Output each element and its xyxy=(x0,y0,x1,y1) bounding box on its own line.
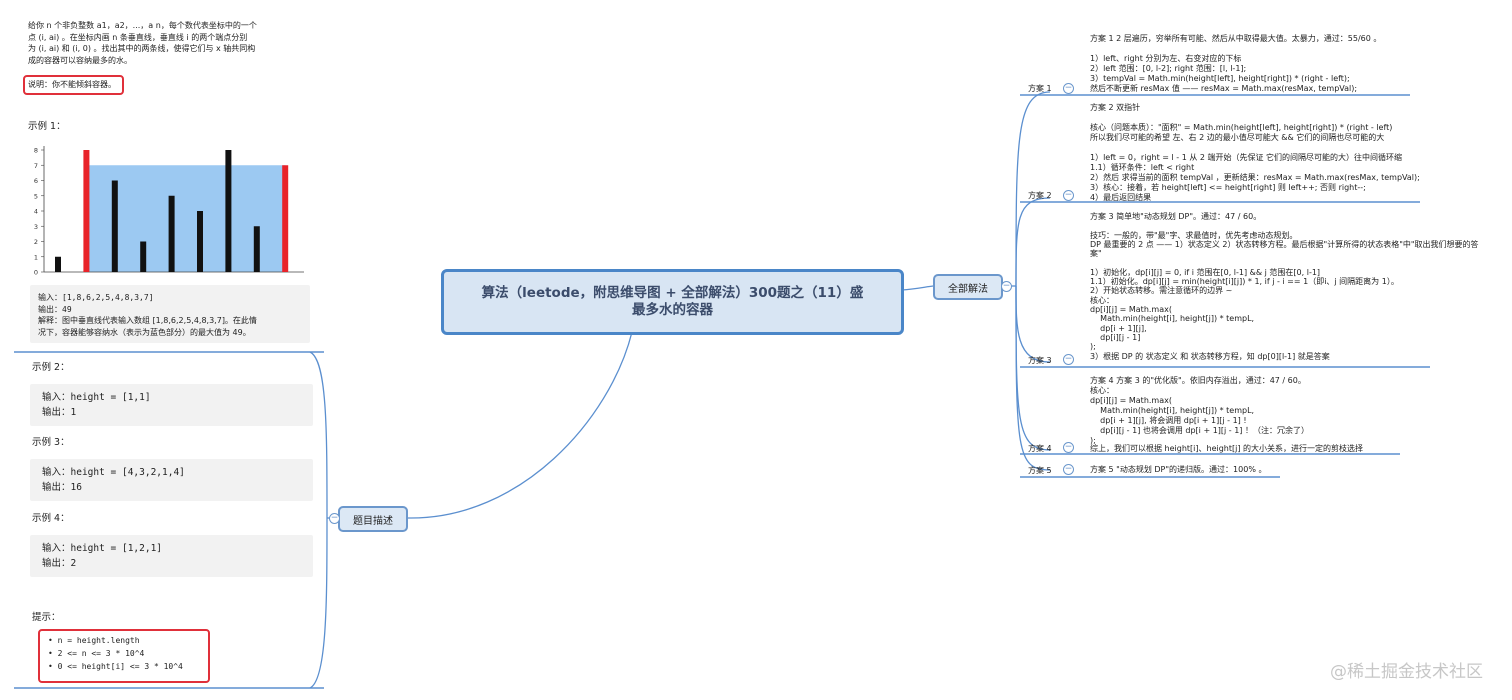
plan2-label[interactable]: 方案 2 xyxy=(1028,191,1052,200)
example2-input: 输入：height = [1,1] xyxy=(42,392,151,403)
bar xyxy=(168,195,175,272)
branch-all-solutions[interactable]: 全部解法 xyxy=(933,274,1003,300)
example1-title: 示例 1： xyxy=(28,121,66,132)
y-tick-label: 6 xyxy=(34,177,38,185)
bar xyxy=(253,226,260,272)
collapse-toggle-right-icon[interactable]: − xyxy=(1001,281,1012,292)
example3-title: 示例 3： xyxy=(32,437,70,448)
collapse-toggle-left-icon[interactable]: − xyxy=(329,513,340,524)
problem-intro: 给你 n 个非负整数 a1，a2，...，a n，每个数代表坐标中的一个 点 (… xyxy=(28,21,257,65)
y-tick-label: 3 xyxy=(34,223,38,231)
example3-box xyxy=(30,459,313,501)
branch-problem-description-label: 题目描述 xyxy=(353,515,393,527)
y-tick-label: 4 xyxy=(34,208,38,216)
bar xyxy=(140,241,147,272)
hints-title: 提示： xyxy=(32,612,61,623)
branch-all-solutions-label: 全部解法 xyxy=(948,283,988,295)
highlight-bar xyxy=(83,150,90,272)
y-tick-label: 0 xyxy=(34,269,38,277)
y-tick-label: 5 xyxy=(34,192,38,200)
central-topic[interactable]: 算法（leetode，附思维导图 + 全部解法）300题之（11）盛 最多水的容… xyxy=(441,269,904,335)
hint-item: • n = height.length xyxy=(48,636,140,645)
example2-title: 示例 2： xyxy=(32,362,70,373)
bar xyxy=(55,256,61,272)
plan4-label[interactable]: 方案 4 xyxy=(1028,444,1052,453)
example1-text: 输入：[1,8,6,2,5,4,8,3,7] 输出：49 解释：图中垂直线代表输… xyxy=(38,293,257,337)
water-area xyxy=(86,165,286,272)
plan4-toggle-icon[interactable]: − xyxy=(1063,442,1074,453)
example3-input: 输入：height = [4,3,2,1,4] xyxy=(42,467,185,478)
note-highlight-box xyxy=(23,75,124,95)
hint-item: • 0 <= height[i] <= 3 * 10^4 xyxy=(48,662,183,671)
plan5-toggle-icon[interactable]: − xyxy=(1063,464,1074,475)
y-tick-label: 2 xyxy=(34,238,38,246)
plan3-label[interactable]: 方案 3 xyxy=(1028,356,1052,365)
example4-box xyxy=(30,535,313,577)
bar xyxy=(225,150,232,272)
example1-box xyxy=(30,285,310,343)
plan1-label[interactable]: 方案 1 xyxy=(1028,84,1052,93)
bar xyxy=(111,180,118,272)
problem-note: 说明：你不能倾斜容器。 xyxy=(28,80,116,89)
example4-output: 输出：2 xyxy=(42,558,77,569)
central-topic-line2: 最多水的容器 xyxy=(632,302,713,318)
branch-problem-description[interactable]: 题目描述 xyxy=(338,506,408,532)
example3-output: 输出：16 xyxy=(42,482,82,493)
highlight-bar xyxy=(282,165,289,272)
example4-input: 输入：height = [1,2,1] xyxy=(42,543,163,554)
plan5-label[interactable]: 方案 5 xyxy=(1028,466,1052,475)
example1-bar-chart: 0 1 2 3 4 5 6 7 8 xyxy=(34,146,304,277)
hints-list: • n = height.length • 2 <= n <= 3 * 10^4… xyxy=(48,634,183,673)
bar xyxy=(197,211,203,272)
plan3-toggle-icon[interactable]: − xyxy=(1063,354,1074,365)
y-tick-label: 8 xyxy=(34,147,38,155)
example2-box xyxy=(30,384,313,426)
example2-output: 输出：1 xyxy=(42,407,77,418)
example4-title: 示例 4： xyxy=(32,513,70,524)
y-tick-label: 1 xyxy=(34,253,38,261)
watermark: @稀土掘金技术社区 xyxy=(1330,662,1483,682)
hint-item: • 2 <= n <= 3 * 10^4 xyxy=(48,649,145,658)
plan2-toggle-icon[interactable]: − xyxy=(1063,190,1074,201)
plan1-toggle-icon[interactable]: − xyxy=(1063,83,1074,94)
y-tick-label: 7 xyxy=(34,162,38,170)
central-topic-line1: 算法（leetode，附思维导图 + 全部解法）300题之（11）盛 xyxy=(481,285,864,301)
hints-highlight-box xyxy=(38,629,210,683)
